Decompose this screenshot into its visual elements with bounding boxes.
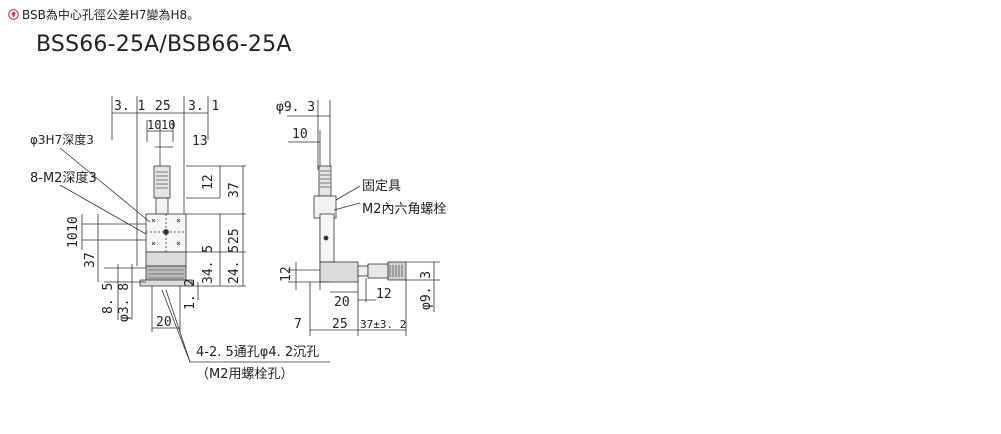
front-dim-10-left: 10: [147, 118, 161, 132]
front-dim-34-5: 34. 5: [201, 245, 216, 284]
label-fixer: 固定具: [362, 179, 401, 194]
front-dim-37-left: 37: [83, 252, 98, 268]
side-dim-12-left: 12: [279, 266, 294, 282]
front-dim-24-5: 24. 5: [227, 245, 242, 284]
callout-through-hole: 4-2. 5通孔φ4. 2沉孔: [196, 345, 319, 360]
front-dim-3-1-right: 3. 1: [188, 99, 219, 114]
note-text: BSB為中心孔徑公差H7變為H8。: [22, 8, 200, 22]
front-dim-10-right: 10: [161, 118, 175, 132]
front-dim-8-5: 8. 5: [101, 283, 116, 314]
front-dim-3-1-left: 3. 1: [114, 99, 145, 114]
label-hole-depth: φ3H7深度3: [30, 132, 94, 147]
side-dim-12-inner: 12: [376, 287, 392, 302]
side-view: [287, 100, 440, 336]
side-dim-10: 10: [292, 127, 308, 142]
side-dim-37-tolerance: 37±3. 2: [360, 318, 406, 331]
front-dim-10-a: 10: [66, 216, 81, 232]
side-dim-20: 20: [334, 295, 350, 310]
callout-bolt-hole: （M2用螺栓孔）: [196, 367, 294, 382]
side-dim-phi-9-3-right: φ9. 3: [419, 271, 434, 310]
front-dim-25-right: 25: [227, 228, 242, 244]
front-dim-25-top: 25: [155, 99, 171, 114]
front-dim-37-right: 37: [227, 182, 242, 198]
side-dim-phi-9-3-top: φ9. 3: [276, 100, 315, 115]
tolerance-note: BSB為中心孔徑公差H7變為H8。: [8, 6, 199, 23]
front-dim-10-b: 10: [66, 232, 81, 248]
front-dim-20: 20: [156, 315, 172, 330]
front-dim-phi-3-8: φ3. 8: [117, 283, 132, 322]
front-dim-1-2: 1. 2: [183, 279, 198, 310]
front-dim-13: 13: [192, 134, 208, 149]
page-title: BSS66-25A/BSB66-25A: [36, 32, 292, 57]
front-view: [59, 96, 330, 363]
side-dim-25: 25: [332, 317, 348, 332]
label-hex-bolt: M2內六角螺栓: [362, 202, 447, 217]
label-tap-depth: 8-M2深度3: [30, 170, 97, 186]
circle-pin-icon: [8, 9, 19, 20]
front-dim-12: 12: [201, 174, 216, 190]
side-dim-7: 7: [294, 317, 302, 332]
